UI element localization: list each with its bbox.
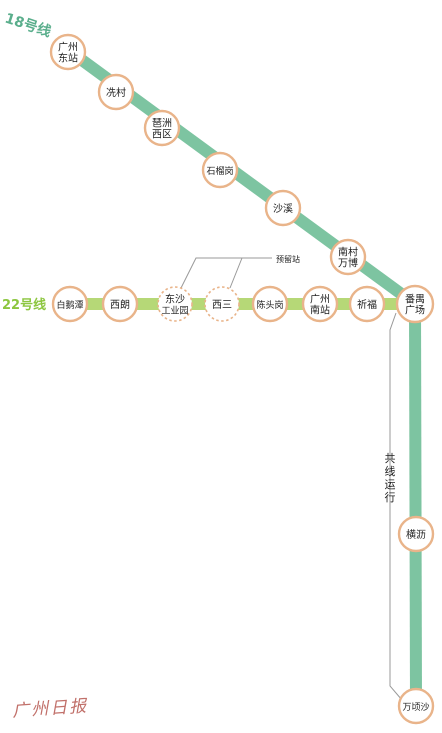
line18-station-0-label: 广州	[58, 42, 78, 54]
shared-bracket	[389, 312, 403, 701]
line18-station-3-label: 石榴岗	[206, 165, 233, 177]
line22-station-1-circle	[101, 285, 139, 323]
shared-running-char: 行	[385, 491, 396, 504]
south-station-1-circle	[397, 687, 435, 725]
line18-station-1-label: 冼村	[106, 86, 126, 99]
line18-station-0-label: 东站	[58, 52, 78, 65]
stations	[49, 33, 435, 725]
line22-station-3-circle	[204, 286, 240, 322]
line18-station-5-circle	[329, 238, 367, 276]
watermark-logo: 广州日报	[11, 696, 89, 722]
line18-station-2-label: 西区	[152, 129, 172, 141]
south-station-0-circle	[397, 515, 435, 553]
line18-name: 18号线	[3, 10, 53, 41]
line22-station-5-label: 广州	[310, 294, 330, 306]
line22-station-0-circle	[51, 285, 89, 323]
line18-station-4-circle	[264, 189, 302, 227]
line18-station-2-circle	[143, 109, 181, 147]
line22-station-0-label: 白鹅潭	[56, 299, 83, 311]
south-station-1-label: 万顷沙	[402, 702, 429, 713]
line22-name: 22号线	[2, 297, 46, 313]
line22-station-2-circle	[157, 286, 193, 322]
interchange-station-circle	[395, 284, 435, 324]
line22-station-4-label: 陈头岗	[256, 299, 283, 311]
interchange-station-label: 广场	[405, 304, 425, 317]
line22-station-5-circle	[301, 285, 339, 323]
line22-station-4-circle	[251, 285, 289, 323]
line22-station-3-label: 西三	[212, 300, 232, 311]
shared-running-char: 线	[385, 464, 396, 478]
line22-station-6-label: 祈福	[357, 298, 377, 311]
line22-station-5-label: 南站	[310, 304, 330, 317]
line22-station-1-label: 西朗	[110, 299, 130, 311]
texts: 广州东站冼村琶洲西区石榴岗沙溪南村万博白鹅潭西朗东沙工业园西三陈头岗广州南站祈福…	[2, 10, 430, 713]
line18-track-south	[409, 303, 422, 707]
reserved-station-label: 预留站	[276, 254, 300, 264]
line18-station-5-label: 万博	[338, 257, 358, 270]
line18-station-4-label: 沙溪	[273, 203, 293, 215]
south-station-0-label: 横沥	[406, 528, 426, 541]
line18-station-0-circle	[49, 33, 87, 71]
shared-running-char: 共	[385, 452, 396, 465]
line18-station-1-circle	[97, 73, 135, 111]
line22-station-6-circle	[348, 285, 386, 323]
reserved-pointer-1	[180, 257, 272, 289]
line18-station-5-label: 南村	[338, 246, 358, 259]
shared-running-char: 运	[385, 478, 396, 491]
annotation-lines	[180, 257, 403, 701]
line18-station-3-circle	[201, 151, 239, 189]
line22-station-2-label: 东沙	[165, 293, 185, 306]
line18-station-2-label: 琶洲	[152, 118, 172, 130]
reserved-pointer-2	[229, 257, 243, 289]
line22-station-2-label: 工业园	[161, 306, 188, 317]
tracks	[54, 38, 422, 707]
interchange-station-label: 番禺	[405, 294, 425, 306]
